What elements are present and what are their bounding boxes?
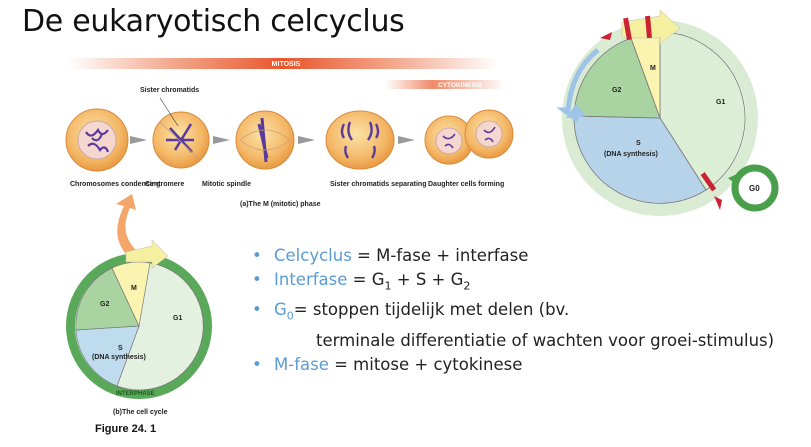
small-m-label: M: [131, 285, 137, 292]
mitosis-caption: (a)The M (mitotic) phase: [240, 201, 321, 208]
cycle-large: M G2 G1 S (DNA synthesis) G0: [556, 9, 779, 216]
cell-3: [235, 110, 295, 170]
bullet-g0-continuation: terminale differentiatie of wachten voor…: [316, 330, 775, 350]
large-g0-label: G0: [749, 184, 760, 193]
svg-text:Centromere: Centromere: [145, 181, 184, 188]
bullet-list: Celcyclus = M-fase + interfase Interfase…: [252, 244, 774, 377]
large-m-label: M: [650, 65, 656, 72]
orange-arrow: [116, 194, 138, 258]
cycle-small: M G2 G1 S (DNA synthesis) INTERPHASE: [66, 239, 212, 399]
mitosis-banner-label: MITOSIS: [272, 61, 301, 68]
small-interphase-label: INTERPHASE: [116, 391, 155, 397]
figure-label: Figure 24. 1: [95, 423, 157, 435]
cell-2: [152, 111, 210, 169]
small-s-label: S: [118, 345, 123, 352]
large-g1-label: G1: [716, 99, 725, 106]
small-g2-label: G2: [100, 301, 109, 308]
bullet-m-fase: M-fase = mitose + cytokinese: [252, 353, 774, 377]
svg-text:Sister chromatids separating: Sister chromatids separating: [330, 181, 426, 188]
label-sister-chromatids: Sister chromatids: [140, 87, 199, 94]
cytokinesis-banner-label: CYTOKINESIS: [438, 82, 483, 89]
large-s-sub-label: (DNA synthesis): [604, 151, 658, 158]
svg-text:Mitotic spindle: Mitotic spindle: [202, 181, 251, 188]
stage-labels: Chromosomes condensing Centromere Mitoti…: [70, 181, 504, 188]
bullet-celcyclus: Celcyclus = M-fase + interfase: [252, 244, 774, 268]
svg-text:Chromosomes condensing: Chromosomes condensing: [70, 181, 160, 188]
cycle-caption: (b)The cell cycle: [113, 409, 168, 416]
large-s-label: S: [636, 140, 641, 147]
cell-1: [65, 108, 129, 172]
mitosis-banner: [68, 58, 498, 69]
svg-text:Daughter cells forming: Daughter cells forming: [428, 181, 504, 188]
slide-title: De eukaryotisch celcyclus: [22, 4, 405, 39]
cell-5: [424, 109, 514, 165]
cytokinesis-banner: [385, 80, 505, 89]
cell-4: [325, 110, 395, 170]
small-s-sub-label: (DNA synthesis): [92, 354, 146, 361]
bullet-interfase: Interfase = G1 + S + G2: [252, 268, 774, 298]
large-g2-label: G2: [612, 87, 621, 94]
small-g1-label: G1: [173, 315, 182, 322]
bullet-g0: G0= stoppen tijdelijk met delen (bv.: [252, 298, 774, 328]
